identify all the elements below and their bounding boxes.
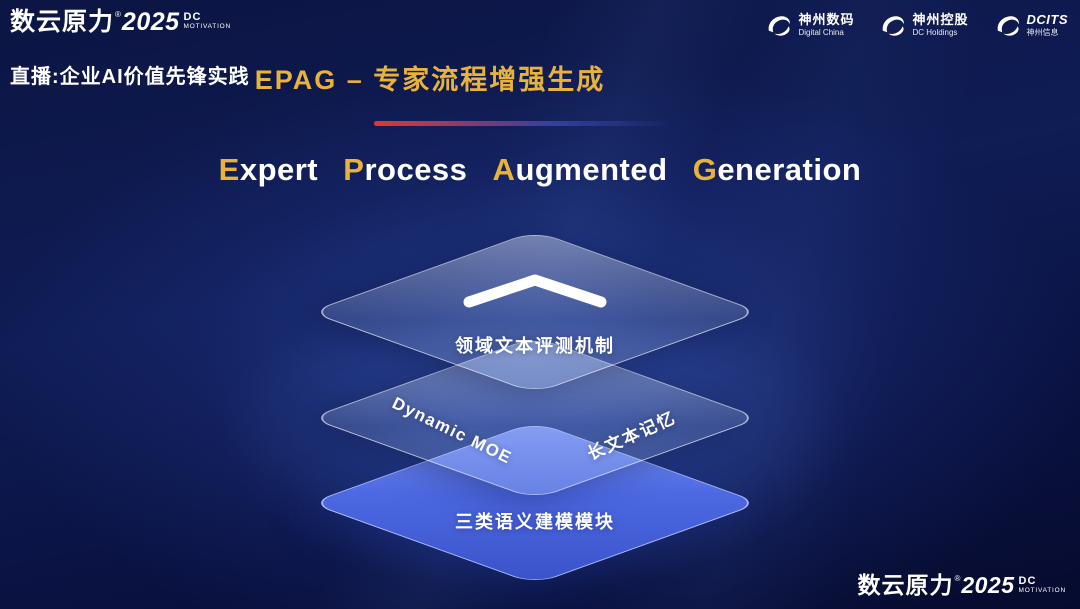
partner-digital-china: 神州数码 Digital China [766,12,854,38]
swoosh-logo-icon [883,16,905,36]
partner-name-cn: 神州数码 [798,11,855,27]
partner-name-en: 神州信息 [1026,27,1059,37]
heading-initial: A [492,152,516,187]
brand-logo-dc: DC [1018,575,1037,587]
partner-name-cn: DCITS [1026,11,1068,27]
partner-name-en: DC Holdings [912,27,958,37]
heading-word: Expert [219,152,319,187]
bottom-layer-label: 三类语义建模模块 [455,512,615,532]
brand-logo-text: 数云原力 [10,8,115,36]
partner-name-en: Digital China [798,27,844,37]
slide-title: EPAG – 专家流程增强生成 [254,65,606,95]
heading-word: Generation [693,152,862,187]
english-heading: Expert Process Augmented Generation [0,152,1080,188]
heading-initial: E [218,152,240,187]
top-layer-label: 领域文本评测机制 [455,336,615,356]
brand-logo-text: 数云原力 [857,572,954,598]
swoosh-logo-icon [769,16,791,36]
heading-word-rest: xpert [239,152,319,187]
partner-dc-holdings: 神州控股 DC Holdings [880,12,968,38]
brand-logo-motivation: MOTIVATION [1018,587,1066,594]
brand-logo-subtext: DC MOTIVATION [184,12,231,31]
brand-logo-dc: DC [183,11,202,23]
chevron-up-icon [463,274,607,308]
heading-initial: G [692,152,718,187]
live-stream-label: 直播:企业AI价值先锋实践 [10,66,250,88]
heading-word: Augmented [493,152,668,187]
heading-word-rest: eneration [717,152,862,187]
gradient-divider-line [374,121,667,126]
heading-initial: P [343,152,365,187]
partner-logos: 神州数码 Digital China 神州控股 DC Holdings DCIT… [766,12,1068,38]
brand-logo-subtext: DC MOTIVATION [1019,576,1066,595]
heading-word: Process [343,152,467,187]
partner-name-cn: 神州控股 [912,11,969,27]
partner-text: 神州数码 Digital China [798,11,855,37]
partner-dcits: DCITS 神州信息 [995,12,1069,38]
registered-mark: ® [115,10,121,19]
brand-logo-motivation: MOTIVATION [183,23,232,30]
heading-word-rest: rocess [364,152,468,187]
swoosh-logo-icon [997,16,1019,36]
brand-logo-top-left: 数云原力®2025 DC MOTIVATION [10,10,231,35]
heading-word-rest: ugmented [515,152,668,187]
partner-text: 神州控股 DC Holdings [912,11,969,37]
brand-logo-year: 2025 [121,8,180,36]
brand-logo-year: 2025 [961,572,1015,598]
brand-logo-bottom-right: 数云原力®2025 DC MOTIVATION [857,574,1066,597]
partner-text: DCITS 神州信息 [1026,11,1069,37]
registered-mark: ® [954,574,961,583]
